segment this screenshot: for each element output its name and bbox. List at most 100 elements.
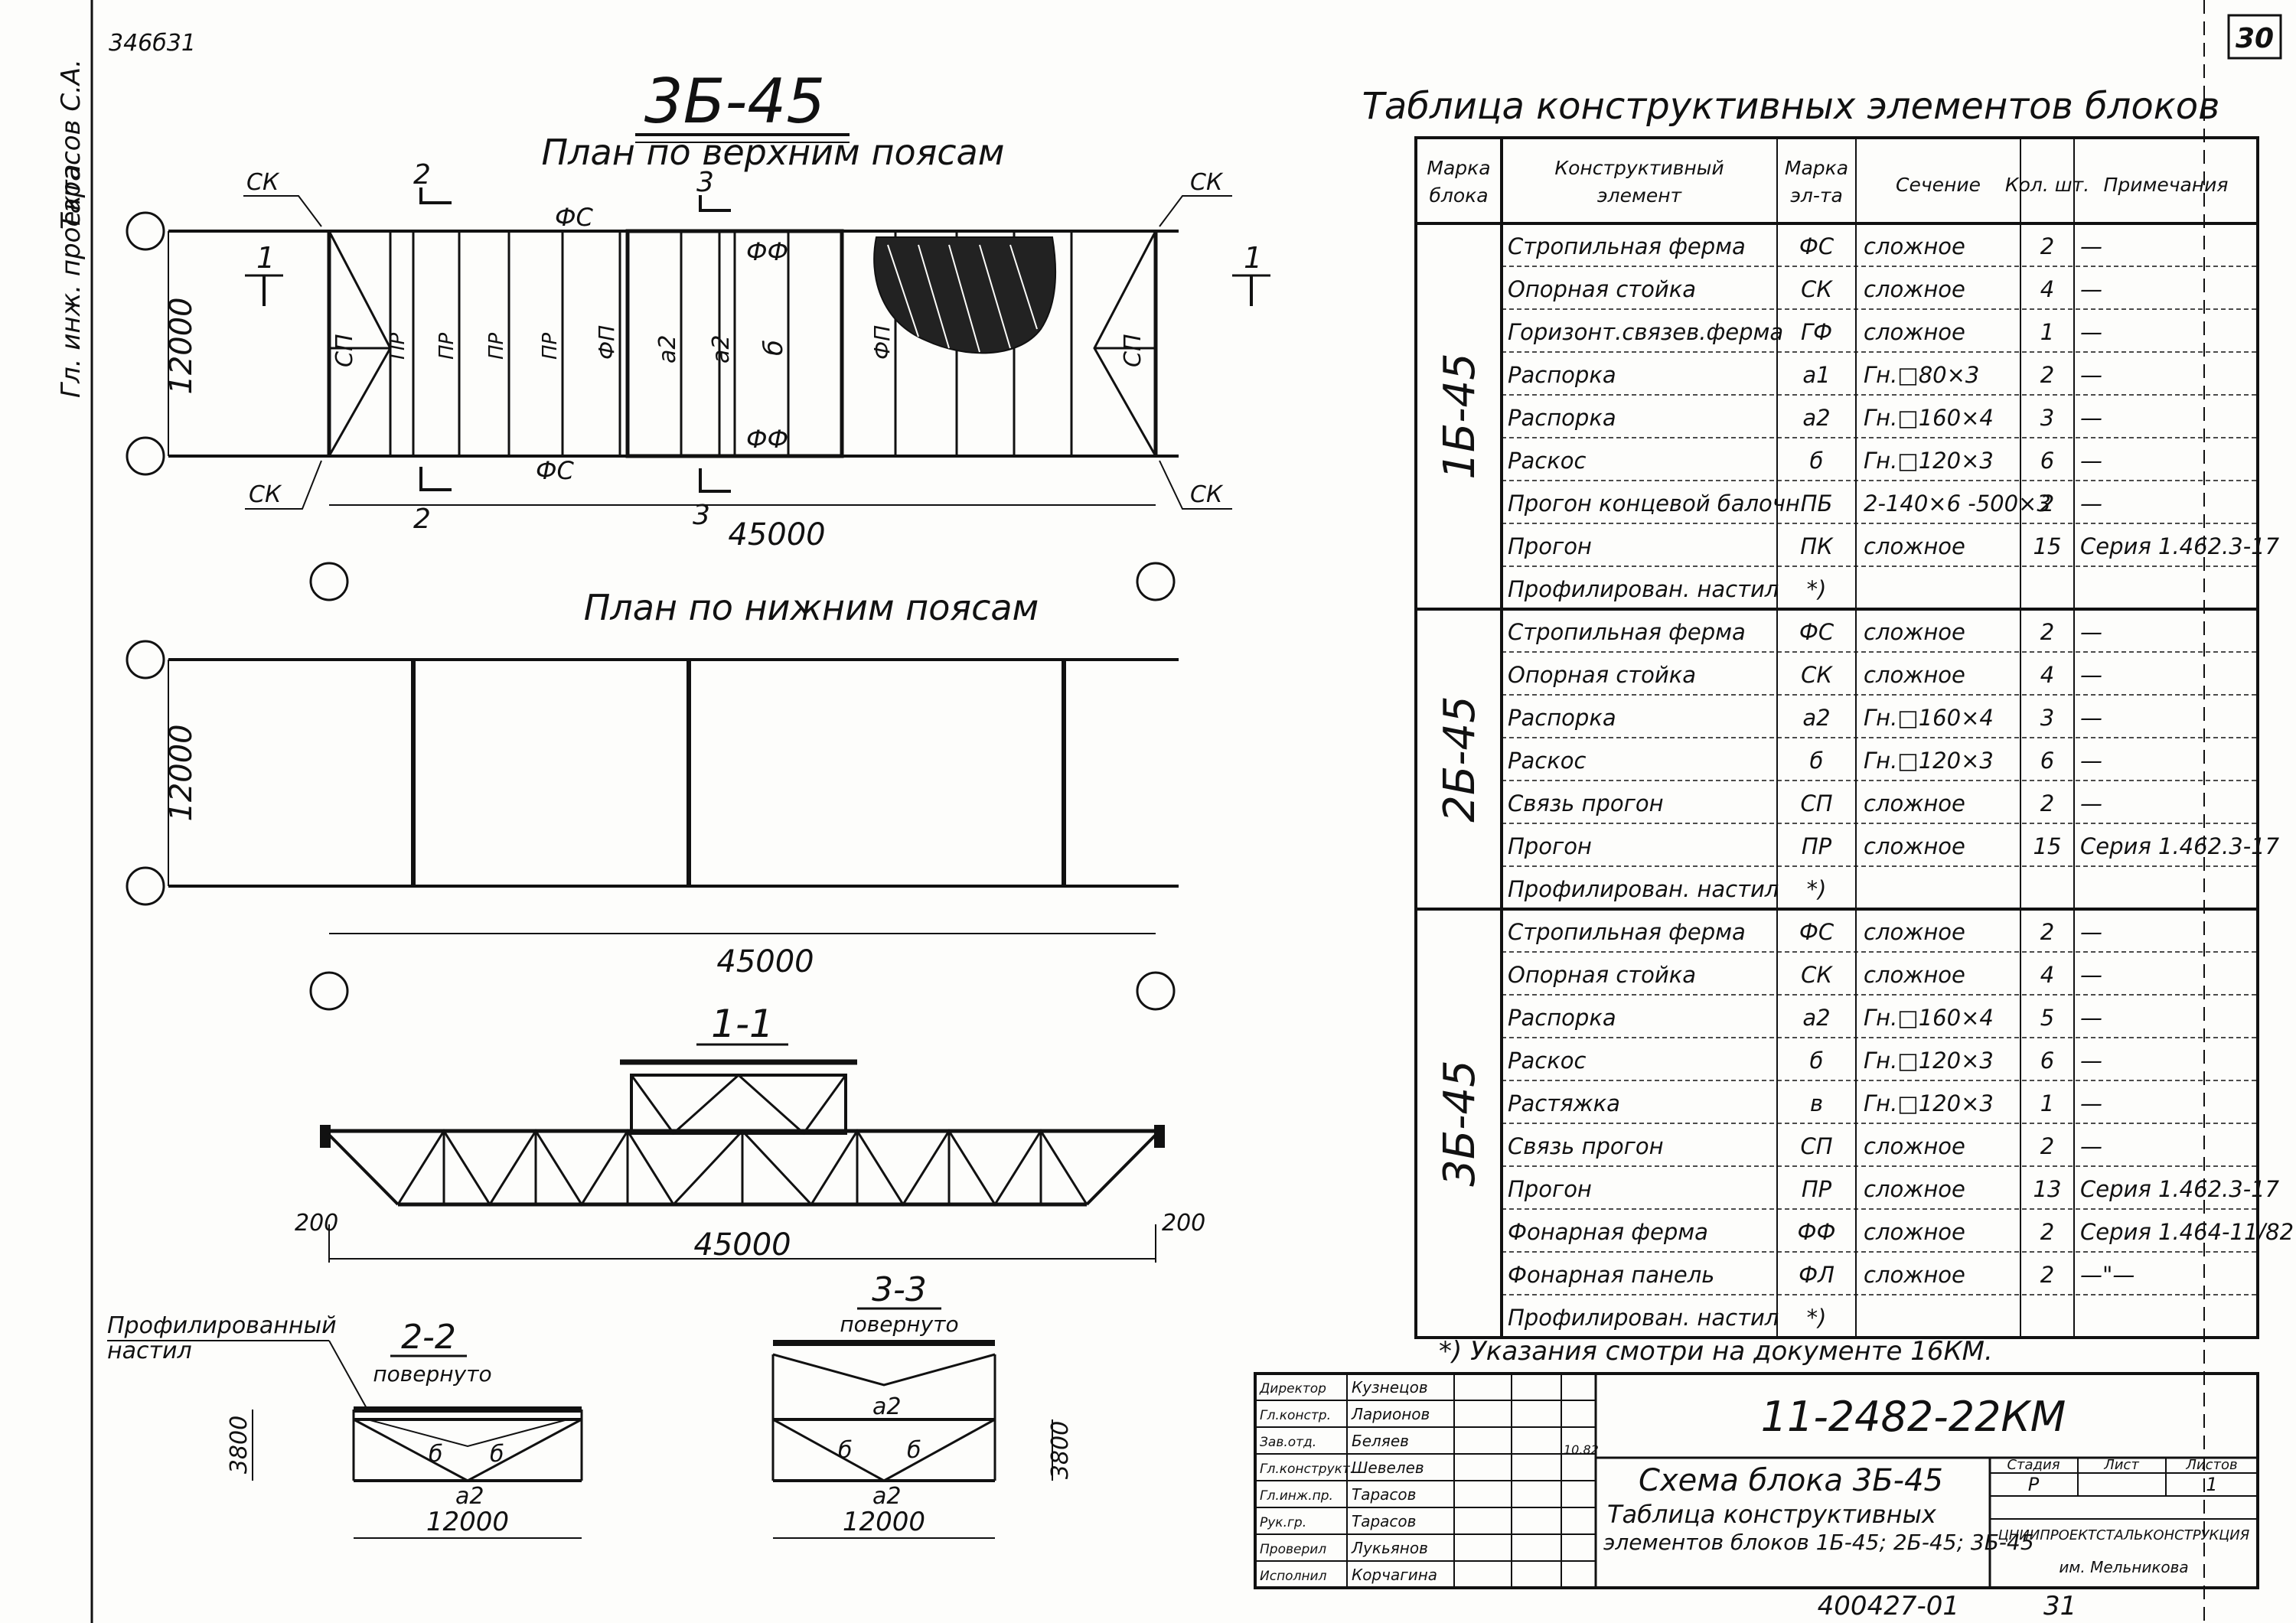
table-cell-note: — <box>2080 748 2102 774</box>
table-cell-qty: 15 <box>2033 833 2062 859</box>
cut-2-top: 2 <box>413 159 431 191</box>
signature-role: Гл.инж.пр. <box>1260 1488 1333 1504</box>
table-cell-note: — <box>2080 790 2102 816</box>
table-cell-mark: б <box>1810 748 1824 774</box>
table-cell-section: Гн.□160×4 <box>1864 1005 1994 1031</box>
table-cell-element: Фонарная панель <box>1508 1262 1714 1288</box>
hatch-line <box>918 244 950 349</box>
table-cell-section: Гн.□160×4 <box>1864 705 1994 731</box>
signature-role: Зав.отд. <box>1260 1435 1316 1450</box>
cut-marks: 1 1 2 2 3 3 <box>245 159 1270 535</box>
table-header-cell: Кол. шт. <box>2005 174 2089 196</box>
label-b-33: б <box>838 1437 853 1464</box>
cut-1-right: 1 <box>1244 241 1262 275</box>
stage-header: Стадия <box>2007 1457 2060 1473</box>
table-header-cell: Марка <box>1427 157 1490 179</box>
callout-deck-line1: Профилированный <box>107 1312 337 1339</box>
table-cell-qty: 2 <box>2040 362 2054 388</box>
table-cell-element: Распорка <box>1508 362 1616 388</box>
label-ff-top: ФФ <box>746 237 788 266</box>
cut-3-bottom: 3 <box>693 500 710 531</box>
table-cell-mark: ПК <box>1800 533 1834 559</box>
dim-width-top: 12000 <box>164 297 199 394</box>
table-cell-section: сложное <box>1864 833 1965 859</box>
label-sk-top-right: СК <box>1190 169 1224 196</box>
section-3-subtitle: повернуто <box>840 1312 958 1337</box>
lantern-top-braces <box>772 1353 996 1387</box>
table-cell-qty: 2 <box>2040 619 2054 645</box>
table-cell-mark: СК <box>1801 276 1833 302</box>
table-cell-mark: ФЛ <box>1799 1262 1835 1288</box>
axis-bubble <box>126 640 165 680</box>
table-group-mark: 3Б-45 <box>1435 1060 1485 1187</box>
table-cell-note: — <box>2080 919 2102 945</box>
axis-bubble <box>309 971 349 1011</box>
elements-table: МаркаблокаКонструктивныйэлементМаркаэл-т… <box>1414 136 2294 1339</box>
signature-role: Гл.констр. <box>1260 1408 1331 1423</box>
org-sub: им. Мельникова <box>2059 1558 2188 1576</box>
table-cell-section: сложное <box>1864 319 1965 345</box>
org-name: ЦНИИПРОЕКТСТАЛЬКОНСТРУКЦИЯ <box>1998 1527 2250 1543</box>
label-b: б <box>758 340 789 356</box>
table-cell-note: —"— <box>2080 1262 2135 1288</box>
cut-1-left: 1 <box>256 241 275 275</box>
axis-bubble <box>309 562 349 601</box>
signature-name: Беляев <box>1352 1432 1409 1450</box>
dim-span-bottom: 45000 <box>716 944 814 979</box>
sheet-header: Лист <box>2103 1457 2139 1473</box>
cut-arrow <box>699 195 731 212</box>
signature-role: Проверил <box>1260 1542 1326 1557</box>
label-fp: ФП <box>594 325 619 360</box>
table-cell-mark: СК <box>1801 962 1833 988</box>
table-cell-note: Серия 1.464-11/82 <box>2080 1219 2294 1245</box>
lantern-frame <box>630 1074 847 1135</box>
label-fs-top: ФС <box>555 203 594 232</box>
table-cell-qty: 4 <box>2040 662 2054 688</box>
table-cell-section: сложное <box>1864 662 1965 688</box>
section-2-subtitle: повернуто <box>373 1361 491 1387</box>
dim-offset-left: 200 <box>295 1210 338 1237</box>
label-pr: ПР <box>435 332 458 360</box>
table-cell-mark: а1 <box>1802 362 1830 388</box>
table-cell-qty: 6 <box>2040 1048 2054 1074</box>
section-1-elevation: 45000 200 200 <box>295 1059 1205 1263</box>
table-cell-qty: 2 <box>2040 490 2054 517</box>
table-cell-mark: ПБ <box>1801 490 1833 517</box>
leader-sk <box>1159 195 1232 227</box>
label-sk-bottom-left: СК <box>249 481 282 508</box>
diagonals <box>353 1418 582 1482</box>
document-code: 11-2482-22КМ <box>1761 1393 2066 1441</box>
table-header-cell: Марка <box>1785 157 1848 179</box>
table-cell-element: Распорка <box>1508 1005 1616 1031</box>
table-cell-qty: 13 <box>2033 1176 2062 1202</box>
table-cell-mark: *) <box>1807 876 1827 902</box>
table-cell-qty: 2 <box>2040 790 2054 816</box>
title-line3: элементов блоков 1Б-45; 2Б-45; 3Б-45 <box>1603 1530 2034 1555</box>
side-label-role: Гл. инж. проекта <box>56 164 86 398</box>
table-cell-section: Гн.□160×4 <box>1864 405 1994 431</box>
table-cell-mark: ГФ <box>1801 319 1832 345</box>
table-cell-note: — <box>2080 1133 2102 1159</box>
table-cell-element: Опорная стойка <box>1508 276 1696 302</box>
dim-height-33: 3800 <box>1047 1421 1074 1479</box>
date-mark: 10.82 <box>1564 1442 1599 1457</box>
table-cell-mark: ПР <box>1802 833 1832 859</box>
table-cell-section: 2-140×6 -500×3 <box>1864 490 2051 517</box>
table-header-cell: Примечания <box>2104 174 2229 196</box>
deck-braces <box>367 1419 569 1448</box>
table-cell-mark: в <box>1810 1090 1823 1116</box>
table-header-cell: блока <box>1429 184 1488 207</box>
plan-bottom-chords: 12000 45000 <box>126 640 1179 1011</box>
table-cell-qty: 4 <box>2040 276 2054 302</box>
table-cell-note: — <box>2080 233 2102 259</box>
table-cell-mark: СК <box>1801 662 1833 688</box>
table-cell-note: Серия 1.462.3-17 <box>2080 1176 2280 1202</box>
table-cell-element: Горизонт.связев.ферма <box>1508 319 1783 345</box>
leader-sk <box>245 460 322 510</box>
signature-role: Директор <box>1259 1381 1326 1396</box>
table-cell-section: Гн.□120×3 <box>1864 448 1994 474</box>
table-cell-note: — <box>2080 1090 2102 1116</box>
table-cell-section: Гн.□80×3 <box>1864 362 1979 388</box>
table-cell-element: Стропильная ферма <box>1508 919 1746 945</box>
